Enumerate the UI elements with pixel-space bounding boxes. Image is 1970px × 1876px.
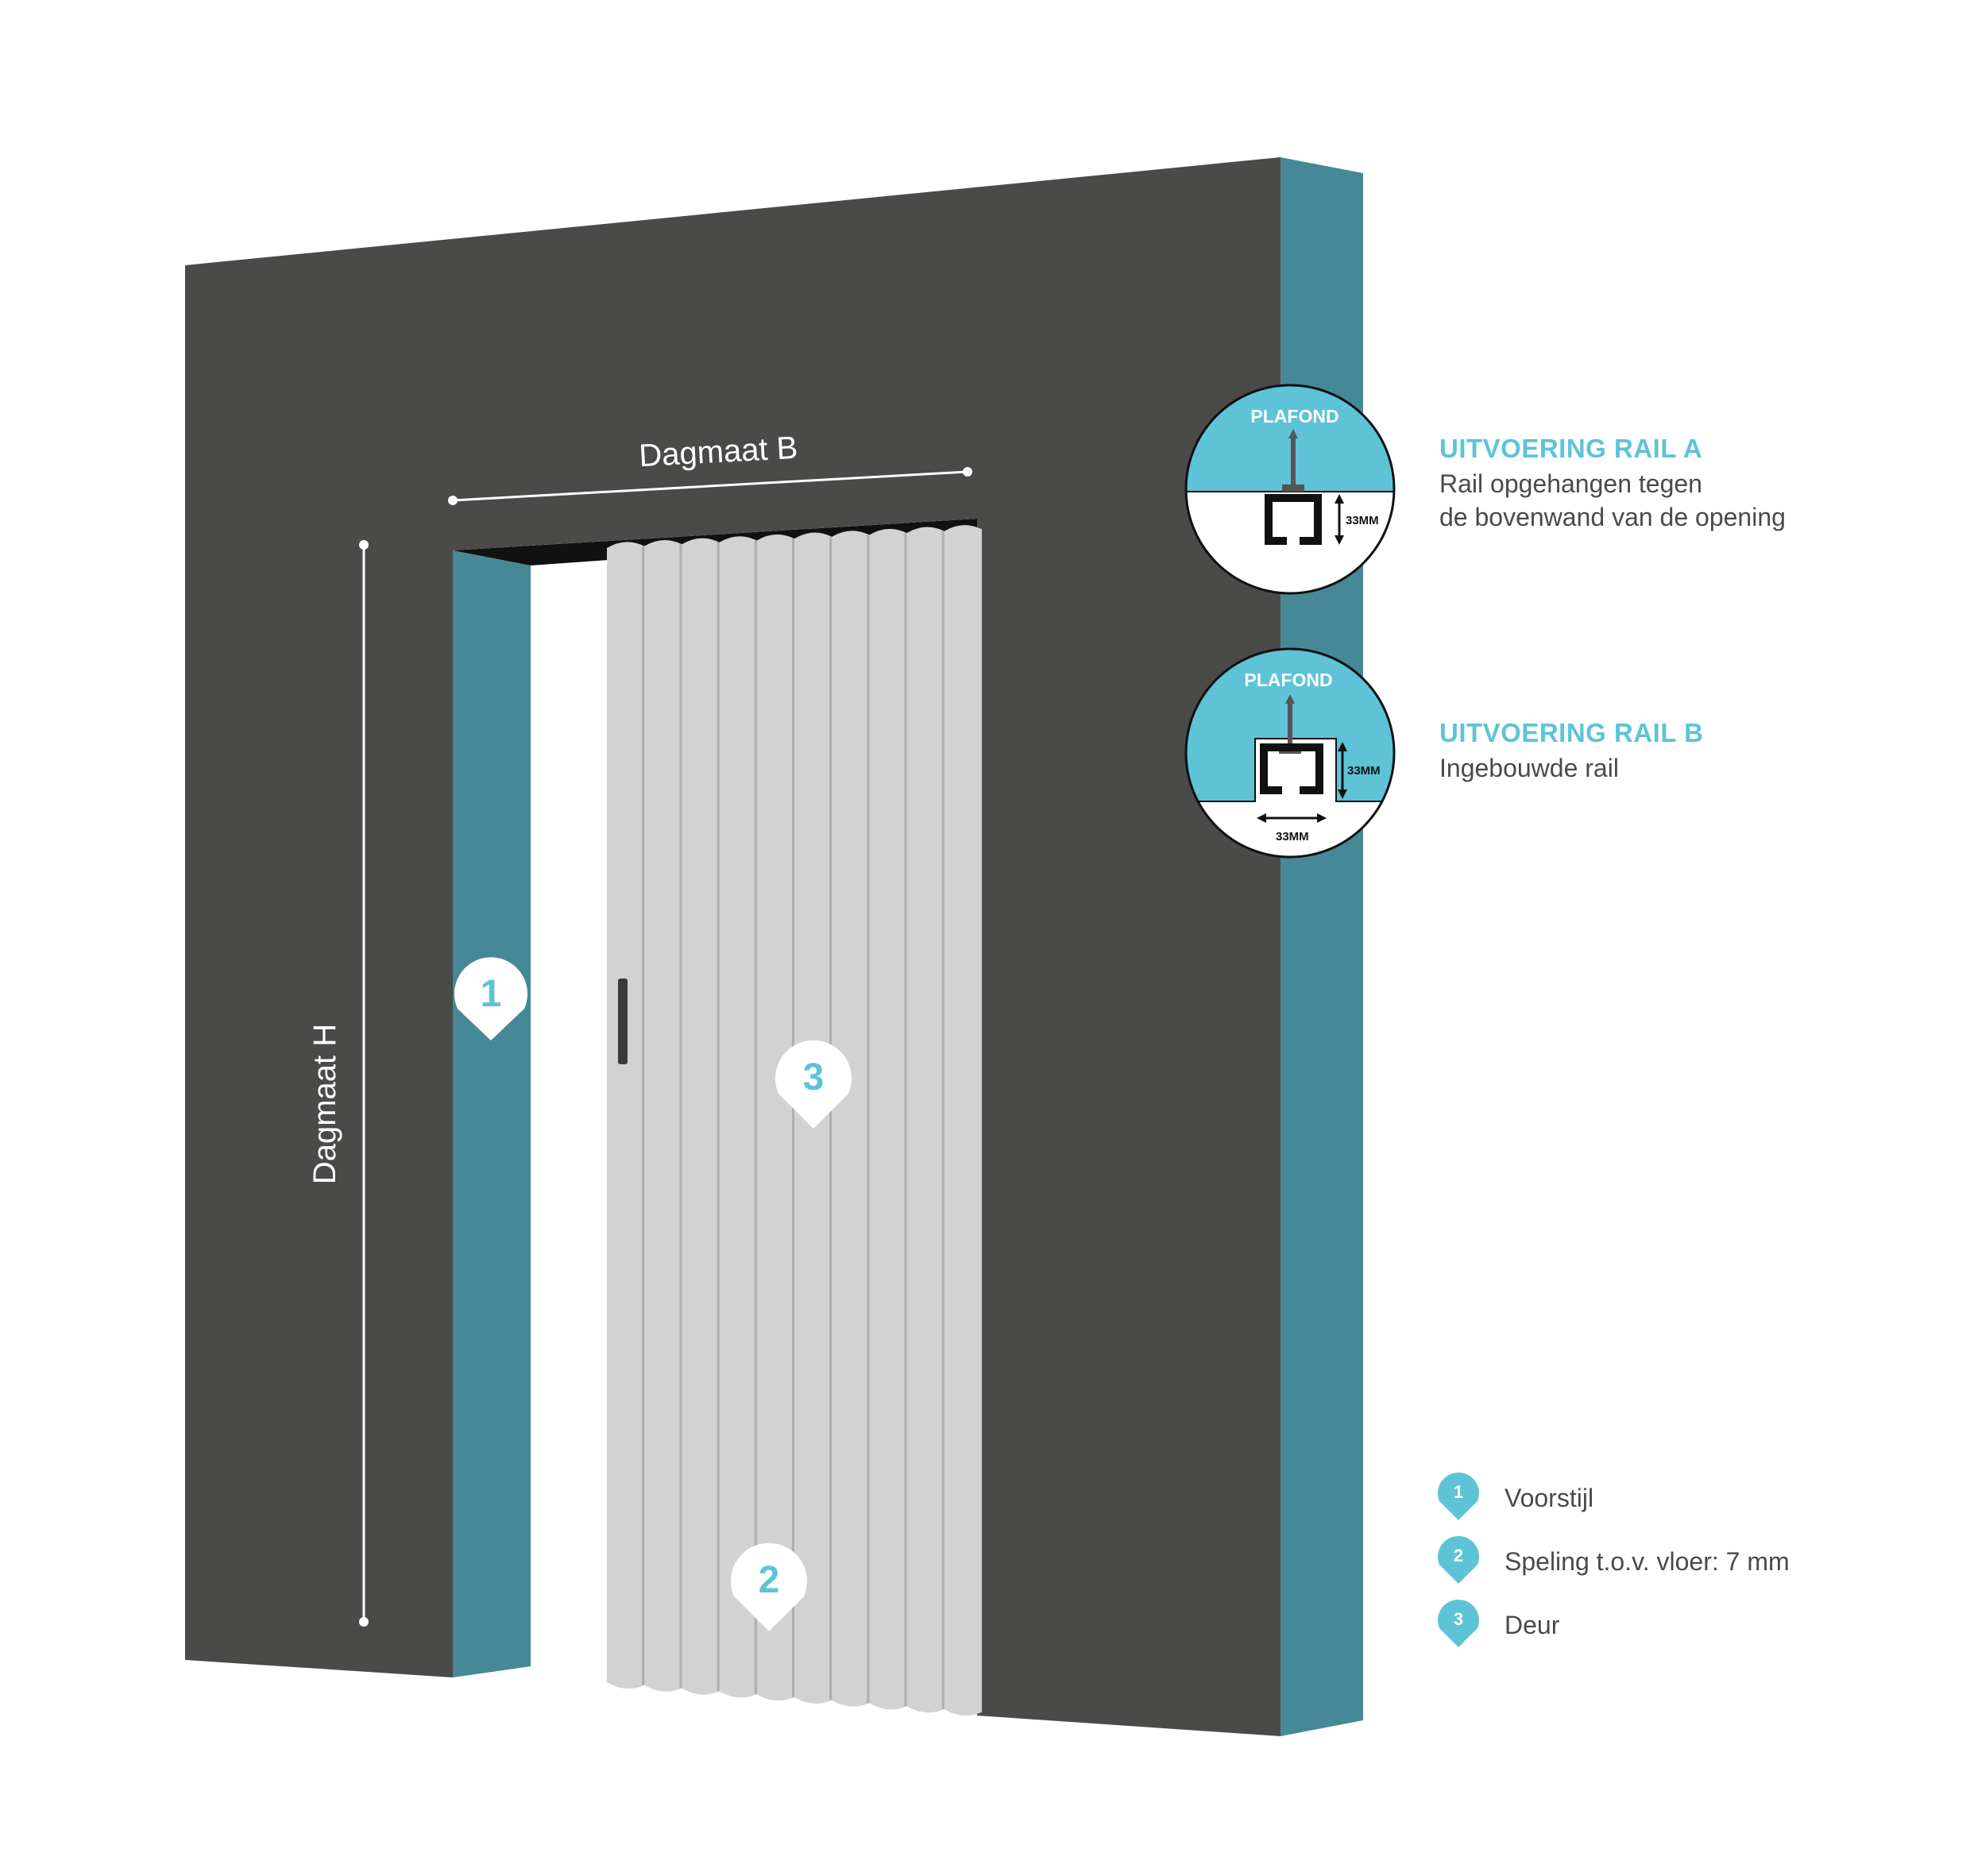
door-panel bbox=[756, 534, 794, 1701]
svg-text:3: 3 bbox=[803, 1056, 825, 1098]
door-panel bbox=[944, 525, 982, 1716]
width-dimension: Dagmaat B bbox=[448, 430, 972, 505]
rail-a-height-arrow bbox=[1335, 494, 1344, 545]
door-panel bbox=[869, 528, 907, 1710]
rail-b-description-line1: Ingebouwde rail bbox=[1439, 754, 1619, 782]
rail-a-description-line1: Rail opgehangen tegen bbox=[1439, 469, 1702, 498]
marker-3: 3 bbox=[775, 1040, 852, 1129]
rail-b-detail: PLAFOND 33MM 33MM bbox=[1184, 647, 1396, 859]
rail-b-height-arrow bbox=[1338, 742, 1347, 799]
svg-text:2: 2 bbox=[759, 1559, 780, 1601]
marker-2: 2 bbox=[731, 1542, 807, 1631]
rail-b-width-arrow bbox=[1257, 813, 1327, 823]
door-handle[interactable] bbox=[618, 979, 628, 1064]
svg-text:PLAFOND: PLAFOND bbox=[1250, 406, 1338, 427]
legend-marker-2: 2 bbox=[1438, 1536, 1479, 1584]
door-panel bbox=[644, 539, 682, 1692]
svg-text:3: 3 bbox=[1454, 1609, 1463, 1629]
svg-text:33MM: 33MM bbox=[1347, 764, 1381, 778]
height-dimension-label: Dagmaat H bbox=[307, 1024, 342, 1184]
rail-a-description-line2: de bovenwand van de opening bbox=[1439, 503, 1786, 531]
svg-text:1: 1 bbox=[481, 973, 502, 1015]
svg-text:33MM: 33MM bbox=[1346, 514, 1379, 527]
door-panel bbox=[607, 542, 645, 1689]
door-panel bbox=[832, 531, 870, 1707]
rail-a-screw-icon bbox=[1282, 429, 1304, 492]
rail-b-title: UITVOERING RAIL B bbox=[1439, 718, 1704, 747]
svg-text:2: 2 bbox=[1454, 1546, 1463, 1565]
rail-a-detail: PLAFOND 33MM bbox=[1184, 384, 1396, 595]
rail-a-profile bbox=[1265, 494, 1322, 545]
legend-marker-1: 1 bbox=[1438, 1473, 1479, 1520]
height-dimension: Dagmaat H bbox=[307, 540, 369, 1627]
folding-door bbox=[607, 525, 982, 1716]
wall-front bbox=[185, 157, 1280, 1736]
width-dimension-label: Dagmaat B bbox=[638, 430, 798, 473]
door-panel bbox=[682, 538, 720, 1695]
legend-marker-3: 3 bbox=[1438, 1600, 1479, 1647]
svg-text:33MM: 33MM bbox=[1276, 830, 1309, 843]
legend-label-voorstijl: Voorstijl bbox=[1505, 1484, 1594, 1512]
legend-label-deur: Deur bbox=[1505, 1611, 1560, 1639]
door-panel bbox=[906, 527, 944, 1713]
door-jamb bbox=[453, 550, 531, 1677]
door-panel bbox=[719, 536, 757, 1698]
rail-a-title: UITVOERING RAIL A bbox=[1439, 434, 1703, 463]
marker-1: 1 bbox=[454, 957, 527, 1040]
rail-b-profile bbox=[1260, 743, 1323, 794]
legend-label-speling: Speling t.o.v. vloer: 7 mm bbox=[1505, 1547, 1790, 1576]
svg-text:PLAFOND: PLAFOND bbox=[1244, 670, 1332, 690]
svg-text:1: 1 bbox=[1454, 1482, 1463, 1502]
